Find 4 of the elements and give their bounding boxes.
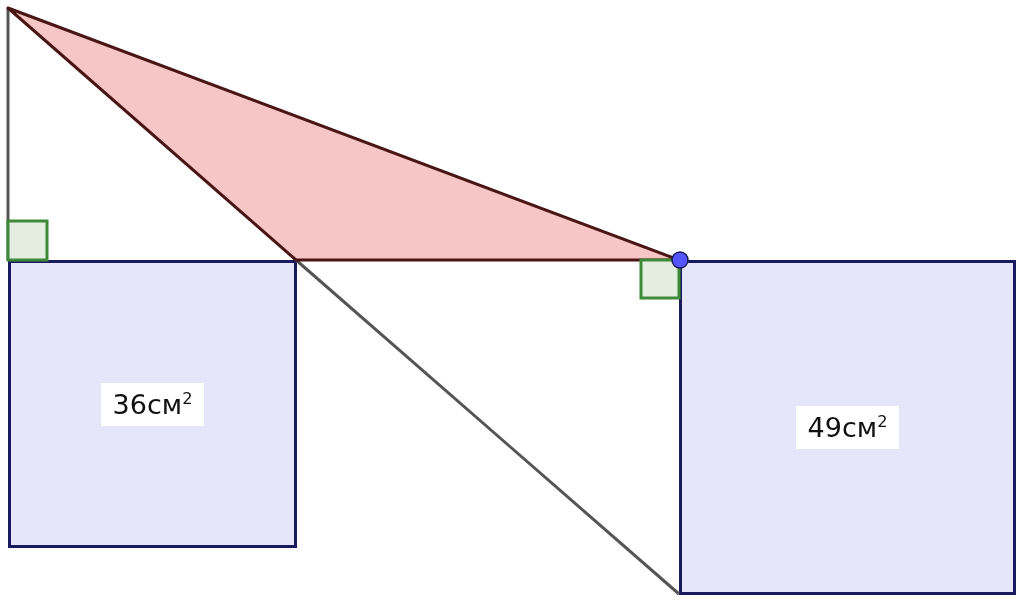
square [8, 260, 297, 548]
area-label: 49см$^{2}$ [795, 406, 900, 449]
area-label: 36см$^{2}$ [100, 382, 205, 426]
square [679, 260, 1016, 595]
